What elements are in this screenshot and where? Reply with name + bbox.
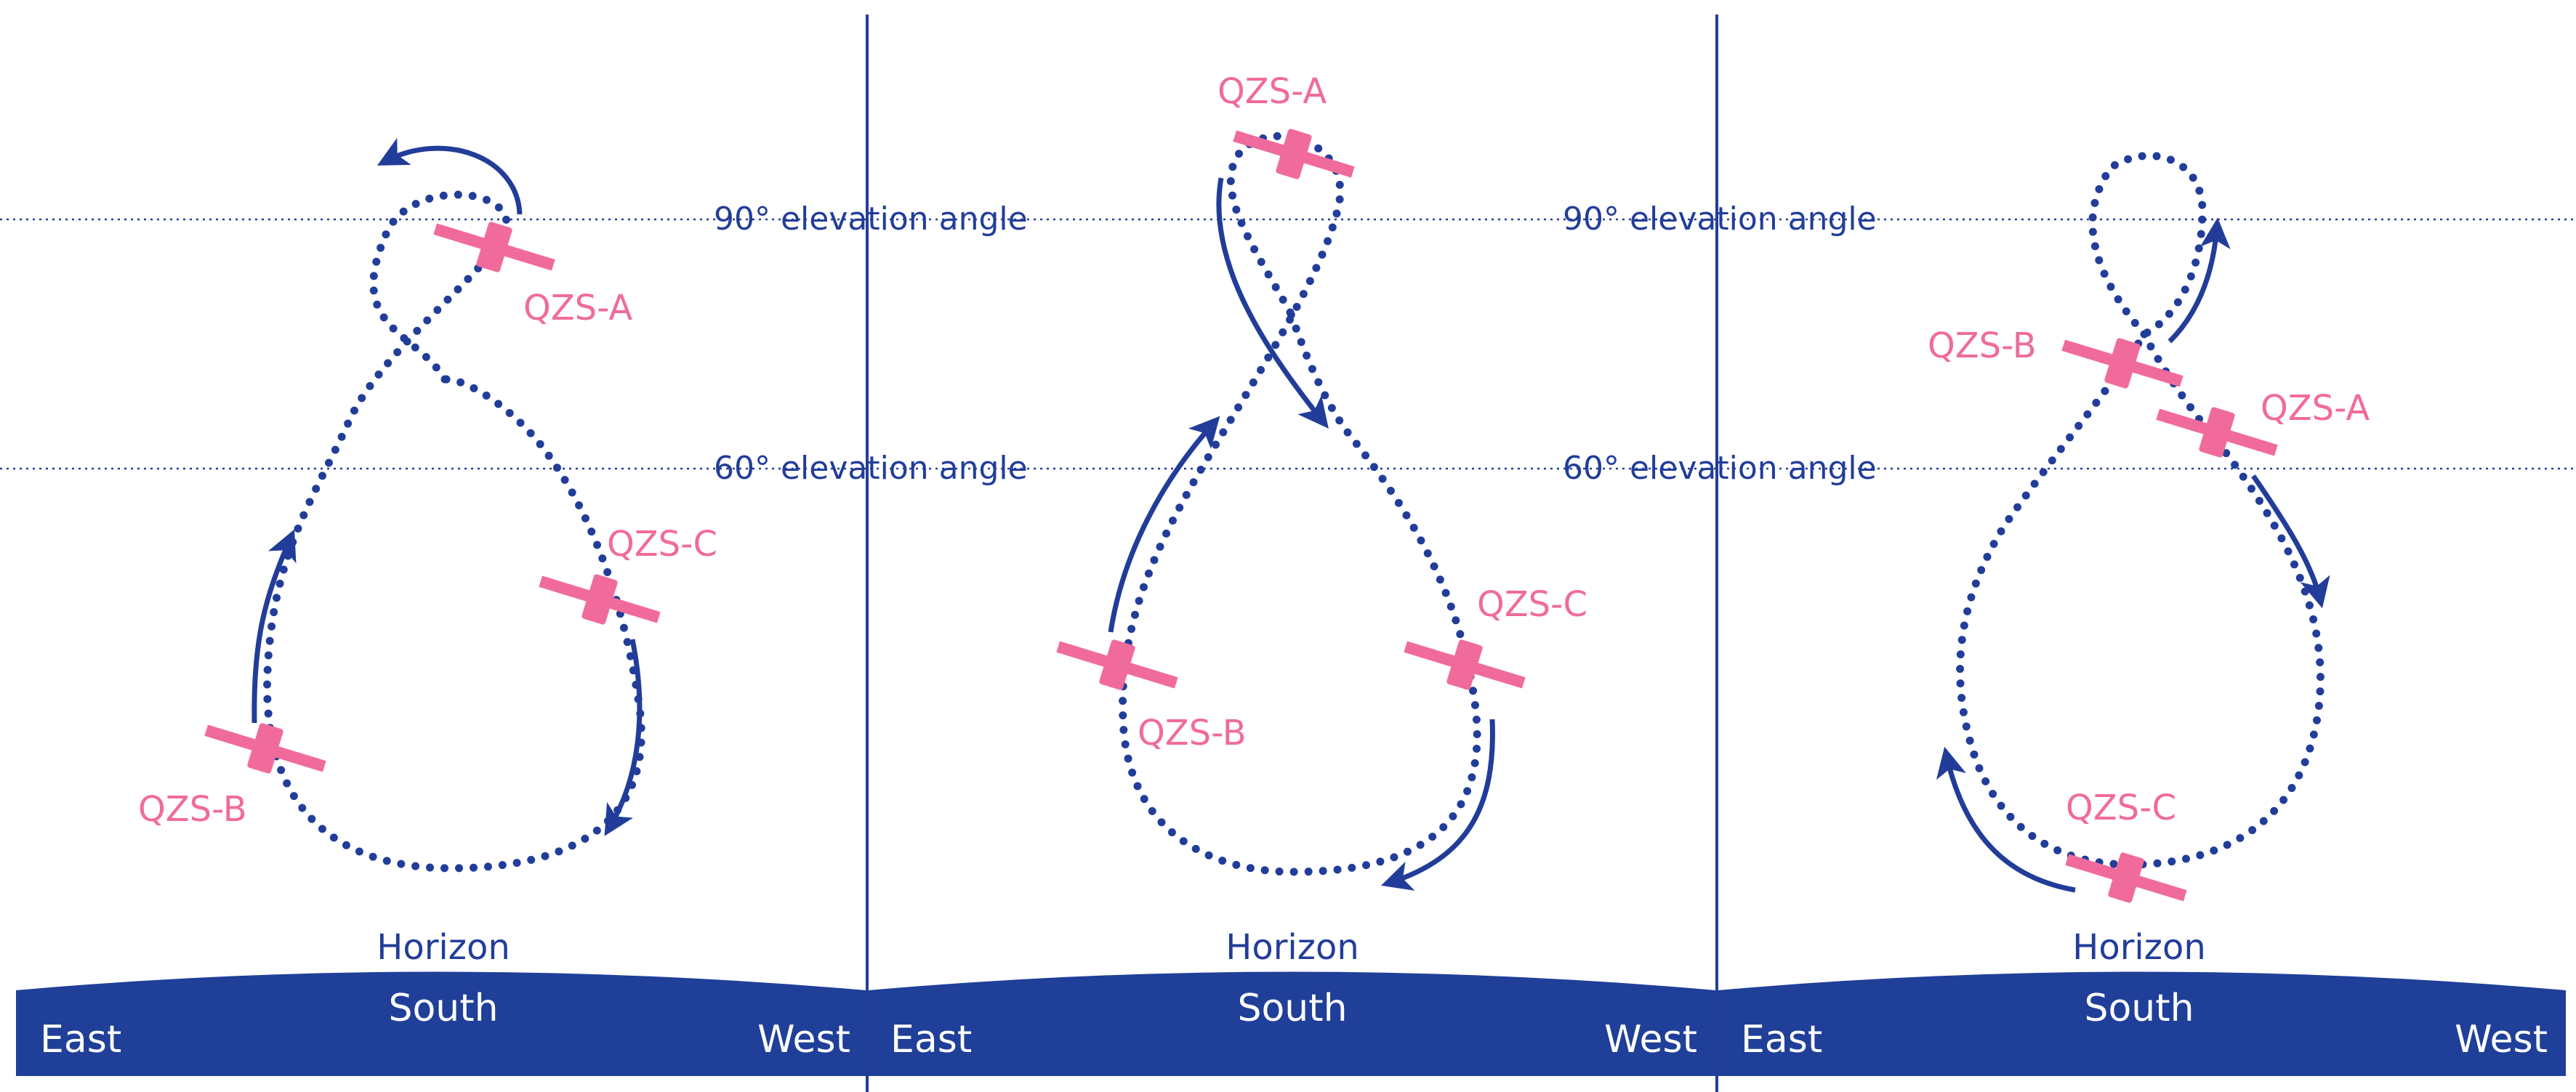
direction-south-label: South	[1237, 987, 1347, 1030]
satellite-label-qzs-c: QZS-C	[607, 524, 717, 565]
orbit-direction-arrow	[604, 639, 643, 836]
orbit-direction-arrow	[1936, 746, 2076, 893]
ground-band	[869, 971, 1715, 1076]
figure-eight-orbit-path	[1119, 132, 1481, 876]
elevation-60-label-panel-3: 60° elevation angle	[1563, 450, 1877, 487]
horizon-label: Horizon	[377, 927, 510, 968]
satellite-label-qzs-b: QZS-B	[1928, 325, 2037, 366]
direction-west-label: West	[2455, 1018, 2548, 1061]
satellite-icon	[204, 723, 326, 774]
direction-east-label: East	[890, 1018, 972, 1061]
satellite-icon	[2061, 338, 2183, 389]
elevation-60-label-panel-2: 60° elevation angle	[714, 450, 1028, 487]
direction-south-label: South	[2084, 987, 2194, 1030]
satellite-label-qzs-a: QZS-A	[2261, 388, 2370, 429]
horizon-label: Horizon	[2072, 927, 2206, 968]
satellite-icon	[539, 574, 661, 625]
orbit-direction-arrow	[1108, 416, 1220, 633]
orbit-direction-arrow	[377, 137, 523, 215]
satellite-icon	[2156, 407, 2278, 458]
ground-band	[1718, 971, 2566, 1076]
orbit-direction-arrow	[2168, 217, 2231, 344]
elevation-90-label-panel-2: 90° elevation angle	[714, 201, 1028, 238]
panel-3: QZS-B QZS-A QZS-C Horizon East South Wes…	[1718, 151, 2566, 1076]
direction-east-label: East	[1741, 1018, 1822, 1061]
satellite-label-qzs-c: QZS-C	[1477, 584, 1587, 625]
direction-south-label: South	[388, 987, 498, 1030]
direction-east-label: East	[40, 1018, 121, 1061]
orbit-direction-arrow	[1381, 719, 1495, 891]
orbit-direction-arrow	[251, 529, 297, 724]
satellite-label-qzs-a: QZS-A	[523, 288, 632, 328]
satellite-icon	[2065, 852, 2187, 903]
satellite-icon	[1233, 129, 1355, 179]
horizon-label: Horizon	[1225, 927, 1359, 968]
satellite-icon	[433, 222, 555, 272]
panel-1: QZS-A QZS-C QZS-B Horizon East South Wes…	[16, 137, 866, 1076]
satellite-label-qzs-b: QZS-B	[138, 789, 247, 830]
direction-west-label: West	[1604, 1018, 1697, 1061]
figure-eight-orbit-path	[1956, 151, 2325, 869]
satellite-icon	[1404, 639, 1526, 690]
satellite-label-qzs-a: QZS-A	[1217, 71, 1327, 112]
satellite-label-qzs-c: QZS-C	[2066, 788, 2176, 828]
direction-west-label: West	[757, 1018, 850, 1061]
panel-2: QZS-A QZS-C QZS-B Horizon East South Wes…	[869, 71, 1715, 1076]
figure-eight-orbit-path	[263, 190, 645, 873]
satellite-label-qzs-b: QZS-B	[1138, 713, 1247, 753]
orbit-direction-arrow	[2251, 474, 2330, 609]
orbit-direction-arrow	[1216, 177, 1329, 429]
satellite-icon	[1056, 639, 1178, 690]
elevation-90-label-panel-3: 90° elevation angle	[1563, 201, 1877, 238]
ground-band	[16, 971, 866, 1076]
